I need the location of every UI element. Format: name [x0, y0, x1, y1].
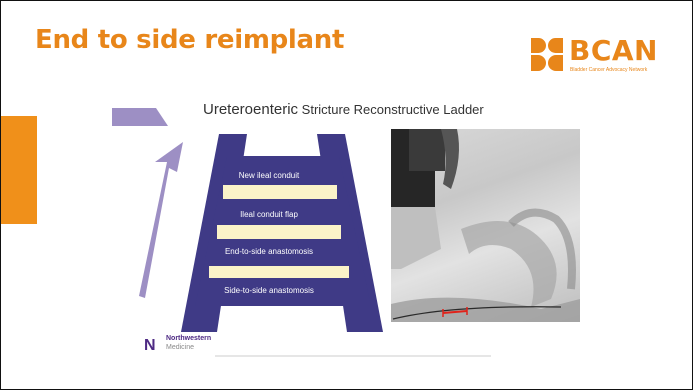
fluoroscopy-image	[391, 129, 580, 322]
rung-label-end-to-side: End-to-side anastomosis	[189, 247, 349, 256]
reconstructive-ladder-diagram	[121, 126, 391, 351]
bcan-logo: BCAN Bladder Cancer Advocacy Network	[531, 36, 681, 78]
ladder-rung-1	[223, 185, 337, 199]
ladder-rung-3	[209, 266, 349, 278]
ladder-rung-2	[217, 225, 341, 239]
slide-title: End to side reimplant	[35, 25, 344, 55]
rung-label-side-to-side: Side-to-side anastomosis	[189, 286, 349, 295]
rung-label-new-ileal-conduit: New ileal conduit	[189, 171, 349, 180]
ladder-figure-title: Ureteroenteric Stricture Reconstructive …	[203, 101, 484, 118]
rung-label-ileal-conduit-flap: Ileal conduit flap	[189, 210, 349, 219]
lavender-banner-shape	[112, 108, 168, 126]
figure-bottom-divider	[215, 355, 491, 357]
northwestern-logo-line1: Northwestern	[166, 335, 211, 342]
bcan-logo-mark-icon	[531, 38, 565, 72]
ladder-title-part2: Stricture Reconstructive Ladder	[298, 102, 484, 117]
bcan-logo-tagline: Bladder Cancer Advocacy Network	[570, 67, 647, 73]
ladder-up-arrow-icon	[139, 142, 183, 298]
ladder-title-part1: Ureteroenteric	[203, 101, 298, 118]
northwestern-logo-line2: Medicine	[166, 344, 194, 351]
orange-accent-bar	[1, 116, 37, 224]
northwestern-n-icon: N	[144, 337, 156, 355]
bcan-logo-text: BCAN	[569, 34, 658, 67]
